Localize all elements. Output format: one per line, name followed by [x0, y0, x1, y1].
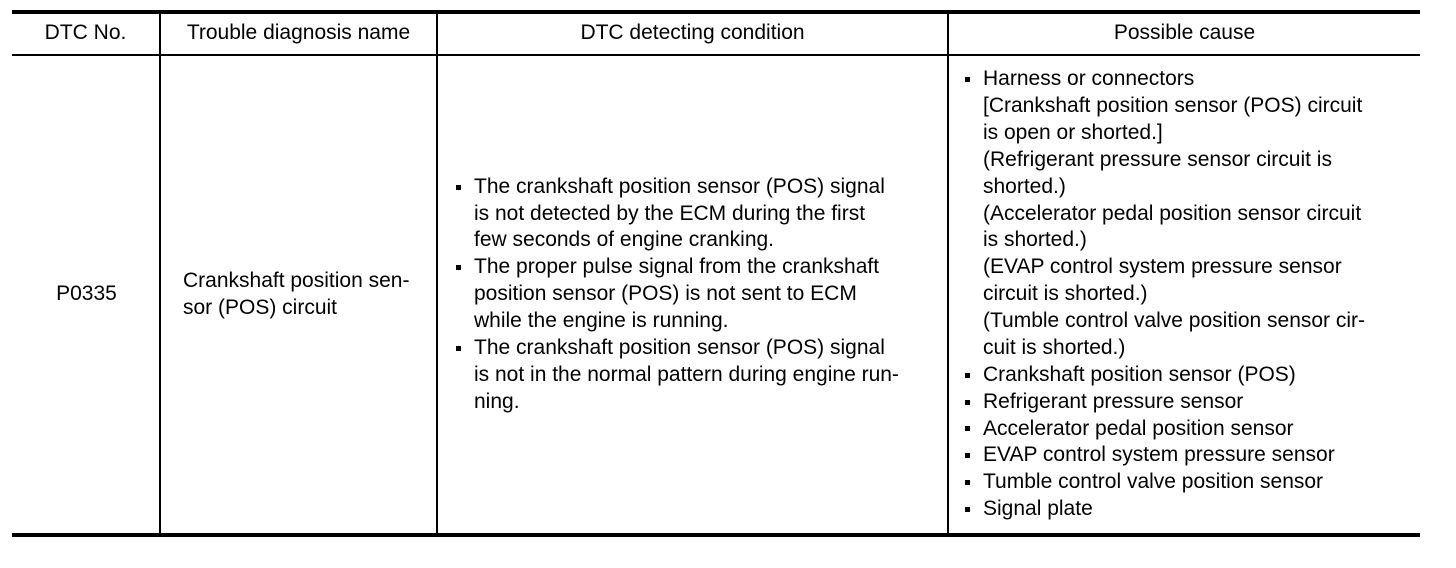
possible-cause-list: Harness or connectors [Crankshaft positio…	[961, 66, 1410, 523]
text-line: cuit is shorted.)	[983, 335, 1126, 359]
table-body: P0335 Crankshaft position sen-sor (POS) …	[12, 55, 1420, 538]
text-line: (Refrigerant pressure sensor circuit is	[983, 147, 1332, 171]
cell-dtc-detecting-condition: The crankshaft position sensor (POS) sig…	[436, 55, 948, 538]
text-line: is open or shorted.]	[983, 120, 1163, 144]
text-line: Signal plate	[983, 497, 1093, 521]
possible-cause-item: Refrigerant pressure sensor	[961, 389, 1410, 416]
text-line: EVAP control system pressure sensor	[983, 443, 1335, 467]
text-line: (EVAP control system pressure sensor	[983, 255, 1342, 279]
bullet-icon	[456, 184, 461, 190]
text-line: [Crankshaft position sensor (POS) circui…	[983, 94, 1363, 118]
detecting-condition-item: The proper pulse signal from the cranksh…	[452, 254, 937, 335]
text-line: Crankshaft position sensor (POS)	[983, 362, 1296, 386]
text-line: shorted.)	[983, 174, 1066, 198]
text-line: ning.	[474, 389, 520, 413]
table-row: P0335 Crankshaft position sen-sor (POS) …	[12, 55, 1420, 538]
text-line: few seconds of engine cranking.	[474, 228, 775, 252]
bullet-icon	[965, 77, 970, 83]
dtc-diagnosis-table: DTC No. Trouble diagnosis name DTC detec…	[12, 9, 1420, 538]
text-line: while the engine is running.	[474, 309, 729, 333]
detecting-condition-item: The crankshaft position sensor (POS) sig…	[452, 174, 937, 255]
bullet-icon	[965, 480, 970, 486]
possible-cause-item: Crankshaft position sensor (POS)	[961, 362, 1410, 389]
bullet-icon	[456, 265, 461, 271]
text-line: Harness or connectors	[983, 67, 1195, 91]
text-line: The crankshaft position sensor (POS) sig…	[474, 335, 885, 359]
text-line: is not detected by the ECM during the fi…	[474, 201, 866, 225]
text-line: position sensor (POS) is not sent to ECM	[474, 282, 857, 306]
possible-cause-item: Accelerator pedal position sensor	[961, 416, 1410, 443]
header-row: DTC No. Trouble diagnosis name DTC detec…	[12, 9, 1420, 57]
bullet-icon	[965, 372, 970, 378]
possible-cause-item: EVAP control system pressure sensor	[961, 442, 1410, 469]
text-line: (Tumble control valve position sensor ci…	[983, 309, 1366, 333]
text-line: is shorted.)	[983, 228, 1087, 252]
dtc-no-value: P0335	[56, 282, 117, 306]
column-header-possible-cause: Possible cause	[947, 9, 1420, 57]
possible-cause-item: Signal plate	[961, 496, 1410, 523]
bullet-icon	[965, 453, 970, 459]
text-line: circuit is shorted.)	[983, 282, 1148, 306]
text-line: Crankshaft position sen-	[183, 268, 410, 292]
bullet-icon	[965, 399, 970, 405]
column-header-dtc-no: DTC No.	[12, 9, 160, 57]
cell-possible-cause: Harness or connectors [Crankshaft positio…	[947, 55, 1420, 538]
column-header-trouble-diagnosis-name: Trouble diagnosis name	[159, 9, 437, 57]
text-line: (Accelerator pedal position sensor circu…	[983, 201, 1362, 225]
text-line: Accelerator pedal position sensor	[983, 416, 1294, 440]
detecting-condition-item: The crankshaft position sensor (POS) sig…	[452, 335, 937, 416]
cell-trouble-diagnosis-name: Crankshaft position sen-sor (POS) circui…	[159, 55, 437, 538]
trouble-diagnosis-name-value: Crankshaft position sen-sor (POS) circui…	[161, 258, 436, 332]
table-header: DTC No. Trouble diagnosis name DTC detec…	[12, 9, 1420, 57]
possible-cause-item: Harness or connectors [Crankshaft positio…	[961, 66, 1410, 362]
text-line: The crankshaft position sensor (POS) sig…	[474, 174, 885, 198]
detecting-condition-list: The crankshaft position sensor (POS) sig…	[452, 174, 937, 416]
text-line: is not in the normal pattern during engi…	[474, 362, 899, 386]
column-header-dtc-detecting-condition: DTC detecting condition	[436, 9, 948, 57]
text-line: The proper pulse signal from the cranksh…	[474, 255, 880, 279]
bullet-icon	[965, 507, 970, 513]
cell-dtc-no: P0335	[12, 55, 160, 538]
possible-cause-item: Tumble control valve position sensor	[961, 469, 1410, 496]
text-line: Tumble control valve position sensor	[983, 470, 1324, 494]
bullet-icon	[456, 345, 461, 351]
bullet-icon	[965, 426, 970, 432]
text-line: Refrigerant pressure sensor	[983, 389, 1244, 413]
text-line: sor (POS) circuit	[183, 295, 338, 319]
